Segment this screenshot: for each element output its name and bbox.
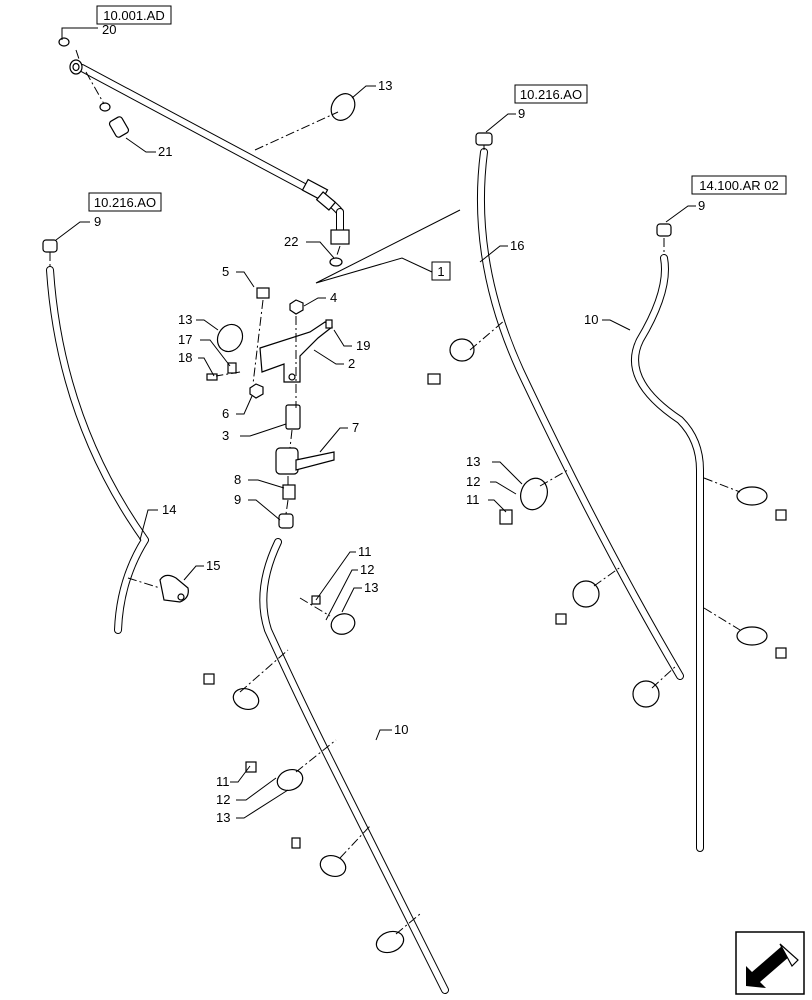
callout-13: 13 <box>216 810 230 825</box>
callout-9: 9 <box>234 492 241 507</box>
clamp-set-16-c <box>555 580 600 625</box>
callout-9: 9 <box>518 106 525 121</box>
callout-14: 14 <box>162 502 176 517</box>
clamp-set-16-b <box>499 477 548 525</box>
reference-text[interactable]: 10.216.AO <box>520 87 582 102</box>
clamp-16-d <box>632 680 660 708</box>
hose-10-right <box>631 223 704 852</box>
callout-6: 6 <box>222 406 229 421</box>
fitting-9-center <box>278 513 294 529</box>
valve-7 <box>275 447 335 475</box>
callout-2: 2 <box>348 356 355 371</box>
reference-text[interactable]: 10.001.AD <box>103 8 164 23</box>
fitting-8 <box>282 484 296 500</box>
callout-11: 11 <box>358 544 372 559</box>
callout-20: 20 <box>102 22 116 37</box>
callout-19: 19 <box>356 338 370 353</box>
clamp-set-right-a <box>736 486 787 521</box>
hose-14 <box>42 239 149 634</box>
clamp-set-center-3 <box>245 761 304 791</box>
reference-box-2[interactable]: 10.216.AO <box>88 192 162 212</box>
hose-10-center <box>259 538 449 994</box>
callout-21: 21 <box>158 144 172 159</box>
callout-13: 13 <box>178 312 192 327</box>
hose-16 <box>475 132 684 680</box>
callout-15: 15 <box>206 558 220 573</box>
callout-22: 22 <box>284 234 298 249</box>
reference-box-4[interactable]: 14.100.AR 02 <box>691 175 787 195</box>
callout-11: 11 <box>216 774 230 789</box>
clamp-set-16-a <box>427 338 475 385</box>
fitting-3 <box>285 404 301 430</box>
nut-4 <box>289 299 304 315</box>
callout-12: 12 <box>466 474 480 489</box>
callout-12: 12 <box>216 792 230 807</box>
reference-text[interactable]: 14.100.AR 02 <box>699 178 779 193</box>
reference-box-3[interactable]: 10.216.AO <box>514 84 588 104</box>
o-ring-20 <box>58 37 70 47</box>
adapter-21 <box>99 102 130 138</box>
callout-9: 9 <box>94 214 101 229</box>
callout-13: 13 <box>466 454 480 469</box>
clamp-13-bracket <box>216 323 244 353</box>
callout-3: 3 <box>222 428 229 443</box>
clamp-set-center-4 <box>291 837 347 877</box>
callout-18: 18 <box>178 350 192 365</box>
callout-13: 13 <box>364 580 378 595</box>
callout-7: 7 <box>352 420 359 435</box>
o-ring-22 <box>329 257 343 267</box>
bracket-15 <box>159 574 189 603</box>
callout-4: 4 <box>330 290 337 305</box>
bolt-5 <box>256 287 270 299</box>
direction-arrow-icon[interactable] <box>735 931 805 995</box>
assembly-reference-text[interactable]: 1 <box>437 264 444 279</box>
assembly-reference-box[interactable]: 1 <box>431 261 451 281</box>
clamp-center-5 <box>375 930 405 954</box>
callout-13: 13 <box>378 78 392 93</box>
callout-10: 10 <box>394 722 408 737</box>
callout-8: 8 <box>234 472 241 487</box>
callout-16: 16 <box>510 238 524 253</box>
top-hose <box>69 59 350 245</box>
callout-9: 9 <box>698 198 705 213</box>
callout-5: 5 <box>222 264 229 279</box>
clamp-set-right-b <box>736 626 787 659</box>
reference-box-1[interactable]: 10.001.AD <box>96 5 172 25</box>
reference-text[interactable]: 10.216.AO <box>94 195 156 210</box>
callout-11: 11 <box>466 492 480 507</box>
callout-12: 12 <box>360 562 374 577</box>
screw-19 <box>325 319 333 329</box>
nut-6 <box>249 383 264 399</box>
clamp-set-center-2 <box>203 673 260 710</box>
callout-17: 17 <box>178 332 192 347</box>
callout-10: 10 <box>584 312 598 327</box>
clamp-13-top <box>330 93 356 121</box>
